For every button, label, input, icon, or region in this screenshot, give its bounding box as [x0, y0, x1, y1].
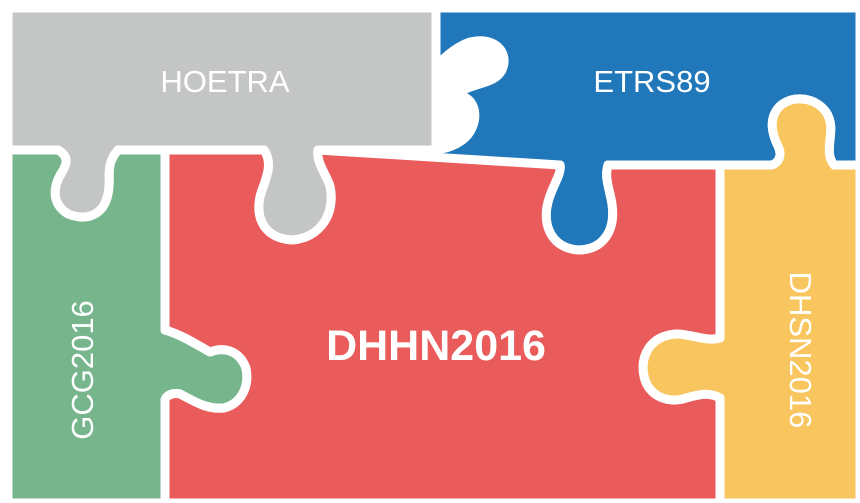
dhsn2016-piece [638, 94, 860, 503]
hoetra-label: HOETRA [160, 64, 290, 99]
dhsn2016-label: DHSN2016 [783, 272, 818, 429]
etrs89-label: ETRS89 [593, 64, 710, 99]
gcg2016-label: GCG2016 [65, 300, 100, 440]
dhhn2016-label: DHHN2016 [326, 322, 546, 370]
